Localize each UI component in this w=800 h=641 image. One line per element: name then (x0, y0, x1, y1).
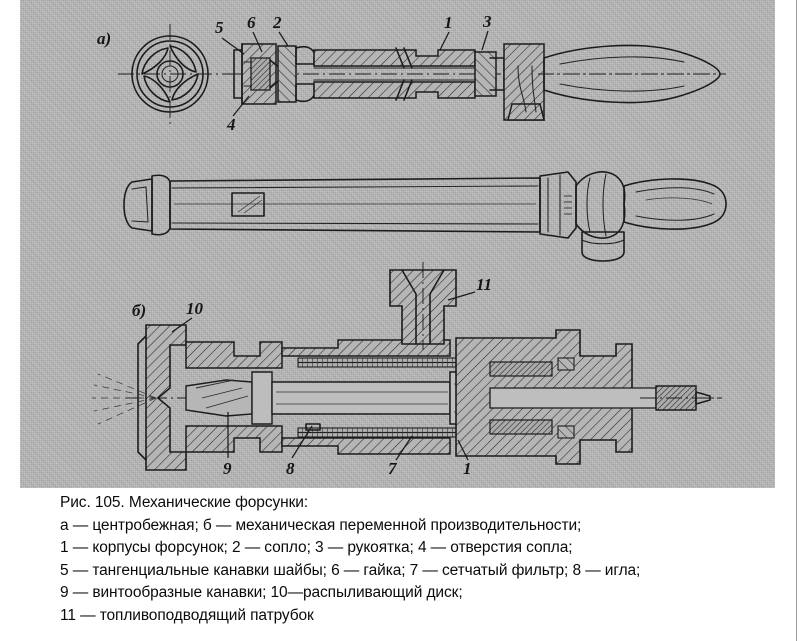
fuel-supply-branch (389, 262, 457, 350)
figure-caption: Рис. 105. Механические форсунки: а — цен… (60, 492, 780, 628)
panel-external-view (123, 171, 727, 262)
panel-b-marker: б) (132, 301, 146, 320)
panel-a-marker: а) (97, 29, 111, 48)
callout-2: 2 (272, 13, 282, 32)
panel-b-callouts: 10 11 9 8 7 1 (171, 275, 492, 478)
caption-line-items-1: 1 — корпусы форсунок; 2 — сопло; 3 — рук… (60, 539, 573, 557)
atomizing-disc (92, 324, 187, 471)
figure-plate: а) (20, 0, 775, 488)
needle-rod (271, 381, 451, 415)
nozzle-nut-assembly (233, 43, 316, 105)
caption-line-panels: а — центробежная; б — механическая перем… (60, 516, 582, 534)
swirl-washer-end-view (118, 24, 225, 124)
callout-1-top: 1 (444, 13, 453, 32)
page-edge-rule (796, 0, 797, 641)
callout-3: 3 (482, 12, 492, 31)
injector-barrel-section (313, 47, 476, 101)
callout-9: 9 (223, 459, 232, 478)
handle-and-tee (474, 43, 726, 121)
caption-line-items-4: 11 — топливоподводящий патрубок (60, 606, 314, 624)
screw-grooves-block (185, 341, 283, 453)
right-housing-block (455, 329, 722, 465)
panel-b-drawing: б) (92, 262, 722, 478)
callout-1-bottom: 1 (463, 459, 472, 478)
caption-line-items-2: 5 — тангенциальные канавки шайбы; 6 — га… (60, 561, 641, 579)
panel-a-drawing: а) (97, 12, 726, 134)
technical-drawing-svg: а) (92, 12, 727, 478)
caption-line-title: Рис. 105. Механические форсунки: (60, 494, 309, 511)
panel-a-callouts: 5 6 2 1 3 4 (215, 12, 492, 134)
callout-7: 7 (388, 459, 398, 478)
callout-8: 8 (286, 459, 295, 478)
callout-10: 10 (186, 299, 204, 318)
callout-11: 11 (476, 275, 492, 294)
callout-6: 6 (247, 13, 256, 32)
callout-5: 5 (215, 18, 224, 37)
caption-line-items-3: 9 — винтообразные канавки; 10—распыливаю… (60, 584, 463, 602)
callout-4: 4 (226, 115, 236, 134)
